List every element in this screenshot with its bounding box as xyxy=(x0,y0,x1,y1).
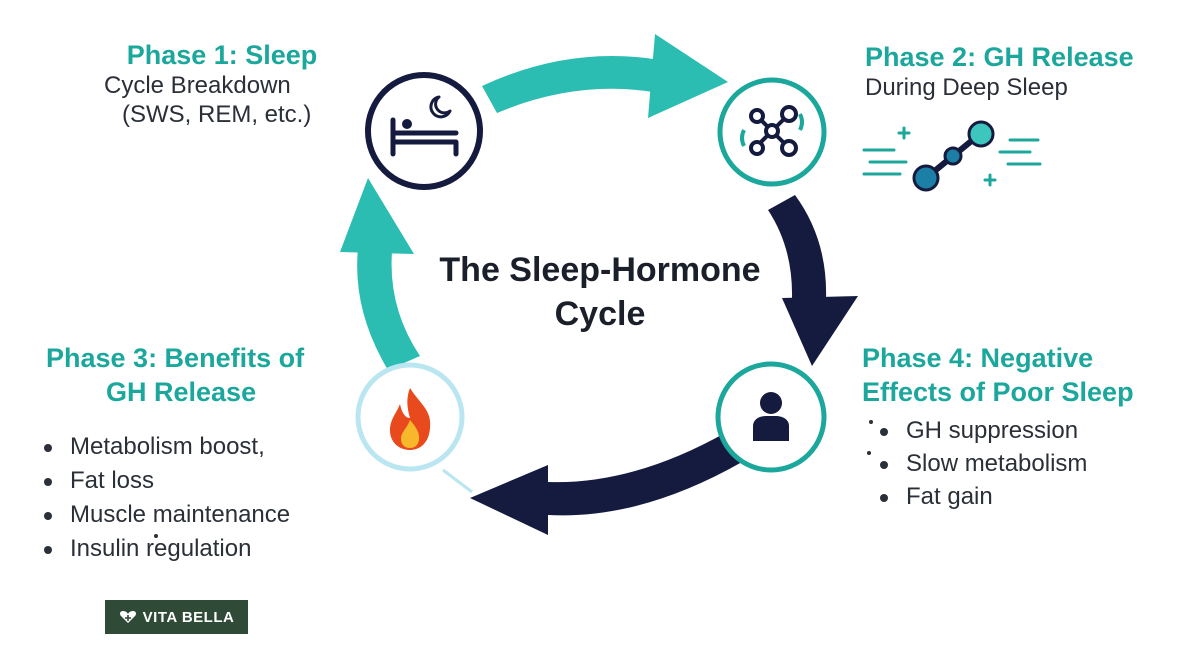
phase1-circle xyxy=(365,72,483,190)
arrow-phase1-to-phase2 xyxy=(482,34,728,118)
list-item: Fat gain xyxy=(876,480,1192,513)
phase4-title-line-2: Effects of Poor Sleep xyxy=(862,377,1134,407)
phase1-label: Phase 1: Sleep Cycle Breakdown (SWS, REM… xyxy=(100,40,340,129)
phase3-title-line-1: Phase 3: Benefits of xyxy=(46,343,305,373)
phase2-label: Phase 2: GH Release During Deep Sleep xyxy=(865,42,1195,102)
phase2-subtitle: During Deep Sleep xyxy=(865,74,1068,101)
list-item: Metabolism boost, xyxy=(40,430,360,464)
molecule-chain-icon xyxy=(862,120,1042,192)
bed-moon-icon xyxy=(390,95,459,157)
phase2-circle xyxy=(717,77,827,187)
vita-bella-logo: VITA BELLA xyxy=(105,600,248,634)
arrow-phase4-to-phase3 xyxy=(470,433,742,535)
list-item: Muscle maintenance xyxy=(40,498,360,532)
diagram-title: The Sleep-Hormone Cycle xyxy=(380,248,820,336)
phase1-title: Phase 1: Sleep xyxy=(126,40,318,70)
phase4-circle xyxy=(715,361,827,473)
heart-logo-icon xyxy=(119,611,136,623)
flame-icon xyxy=(389,388,431,450)
phase1-subtitle-line-2: (SWS, REM, etc.) xyxy=(122,101,312,128)
list-item: Slow metabolism xyxy=(876,447,1192,480)
list-item: GH suppression xyxy=(876,414,1192,447)
diagram-title-line-1: The Sleep-Hormone xyxy=(439,251,761,289)
phase4-title-line-1: Phase 4: Negative xyxy=(862,343,1094,373)
diagram-title-line-2: Cycle xyxy=(554,295,646,333)
decorative-dots xyxy=(154,420,873,538)
molecule-icon xyxy=(740,105,804,157)
arrow-phase3-to-phase1 xyxy=(340,178,420,370)
phase1-subtitle-line-1: Cycle Breakdown xyxy=(104,72,291,99)
phase3-circle xyxy=(355,362,473,494)
arrow-phase2-to-phase4 xyxy=(768,195,858,366)
logo-text: VITA BELLA xyxy=(142,608,235,626)
phase2-title: Phase 2: GH Release xyxy=(865,42,1134,72)
phase3-bullet-list: Metabolism boost, Fat loss Muscle mainte… xyxy=(40,430,360,566)
phase4-label: Phase 4: Negative Effects of Poor Sleep … xyxy=(862,343,1192,513)
list-item: Insulin regulation xyxy=(40,532,360,566)
list-item: Fat loss xyxy=(40,464,360,498)
phase3-title-line-2: GH Release xyxy=(106,377,257,407)
phase3-label: Phase 3: Benefits of GH Release Metaboli… xyxy=(40,343,360,566)
phase4-bullet-list: GH suppression Slow metabolism Fat gain xyxy=(862,414,1192,513)
person-icon xyxy=(753,392,789,441)
